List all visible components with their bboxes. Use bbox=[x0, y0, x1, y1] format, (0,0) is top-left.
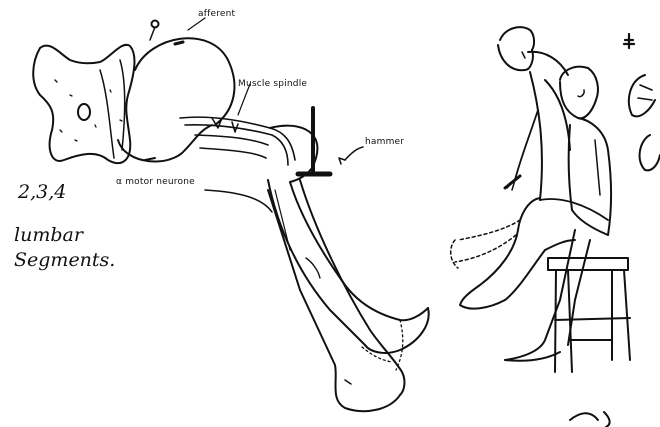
afferent-arrow bbox=[175, 42, 183, 44]
patient-figure bbox=[460, 67, 611, 361]
motor-neurone-label: α motor neurone bbox=[116, 178, 195, 187]
leg-outline bbox=[205, 126, 429, 411]
swing-arc bbox=[451, 220, 520, 268]
reflex-arc-nerve bbox=[118, 21, 234, 162]
reflex-hammer bbox=[298, 108, 363, 174]
muscle-spindle-label: Muscle spindle bbox=[238, 80, 307, 89]
segments-word-lumbar: lumbar bbox=[14, 226, 83, 245]
nerve-fibres bbox=[180, 117, 295, 165]
stool bbox=[548, 258, 630, 372]
segments-numbers: 2,3,4 bbox=[18, 183, 66, 202]
afferent-label: afferent bbox=[198, 10, 235, 19]
examiner-figure bbox=[498, 27, 570, 200]
segments-word-segments: Segments. bbox=[14, 251, 115, 270]
hammer-label: hammer bbox=[365, 138, 404, 147]
